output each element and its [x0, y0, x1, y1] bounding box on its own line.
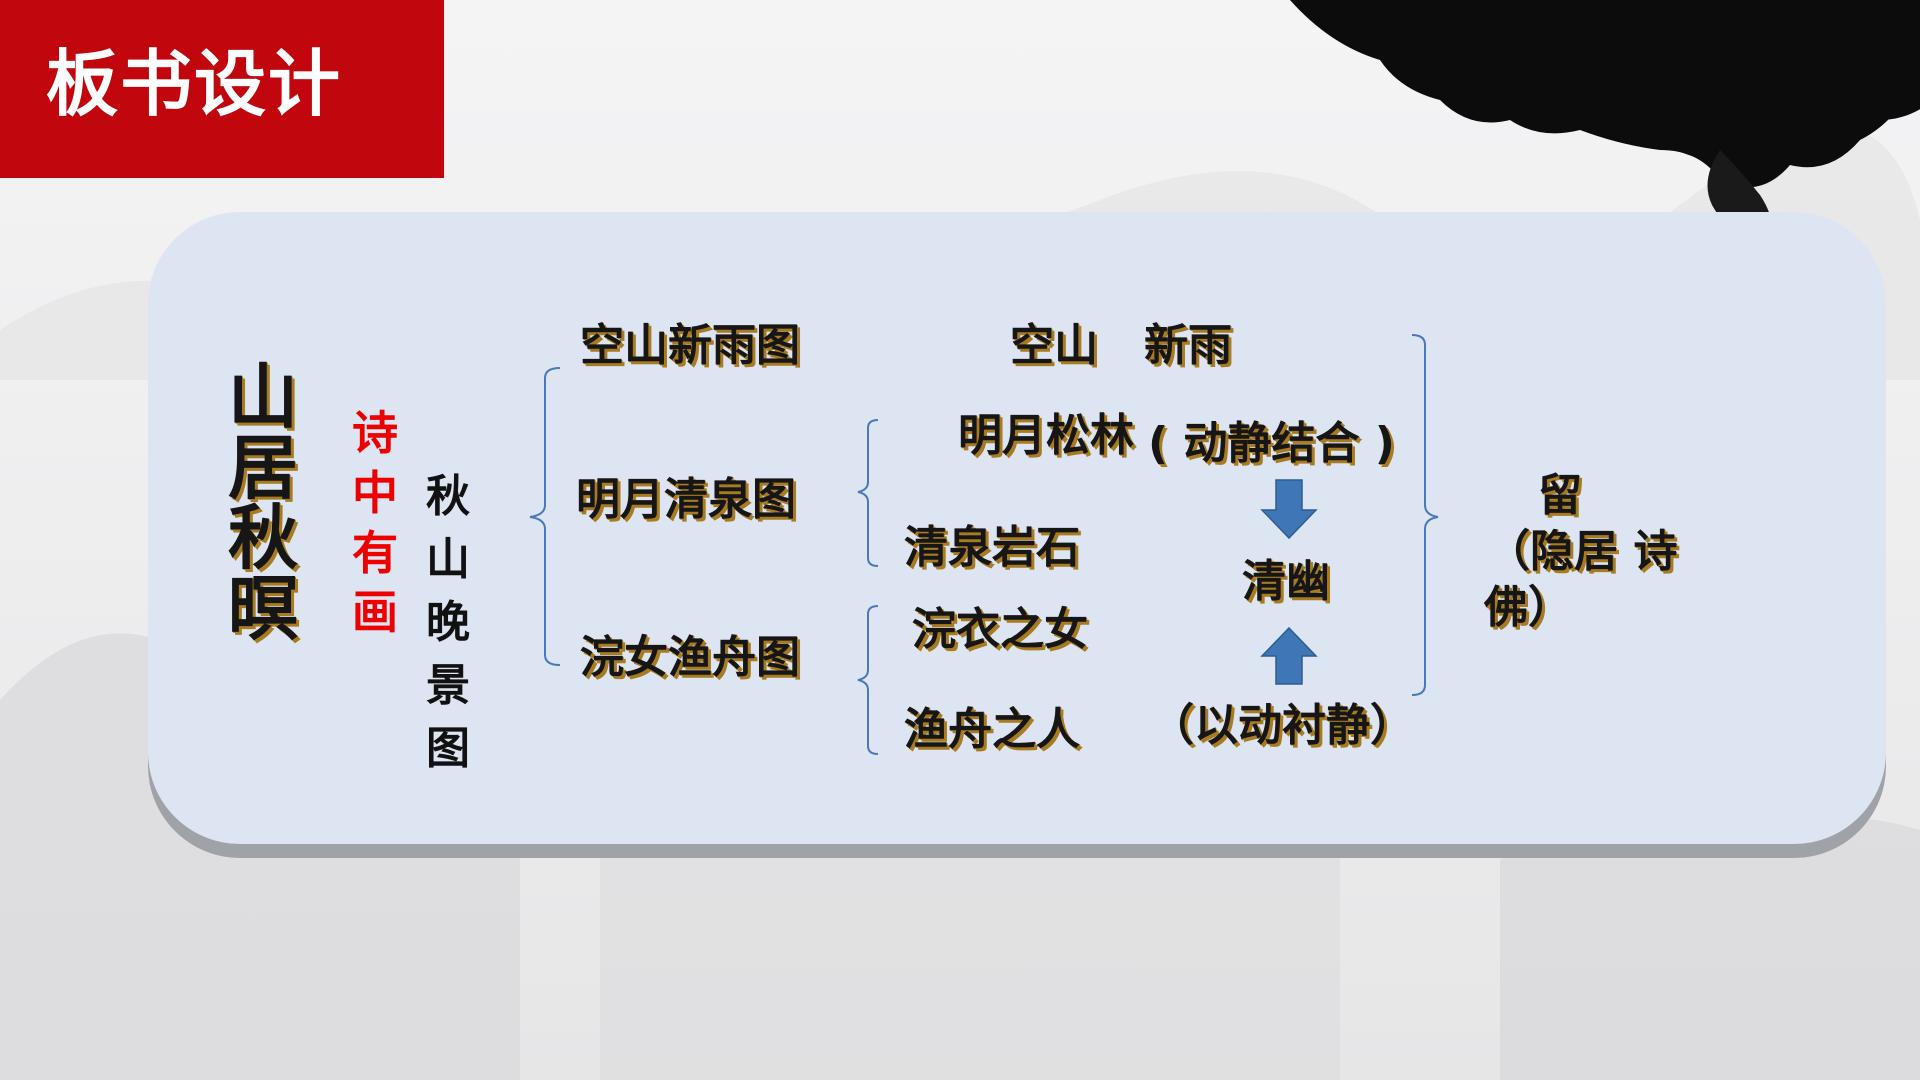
picture-1: 空山新雨图 — [580, 320, 800, 371]
title-banner: 板书设计 — [0, 0, 444, 178]
main-title-vertical: 山居秋暝 — [228, 356, 298, 651]
conclusion-line1: 留 — [1538, 470, 1582, 521]
center-qingyou: 清幽 — [1242, 556, 1330, 607]
element-spring-rocks: 清泉岩石 — [904, 522, 1080, 573]
element-fisherman: 渔舟之人 — [904, 704, 1080, 755]
conclusion-line2: （隐居 诗 — [1486, 526, 1678, 577]
element-washing-girl: 浣衣之女 — [912, 604, 1088, 655]
picture-2: 明月清泉图 — [576, 474, 796, 525]
picture-3: 浣女渔舟图 — [580, 632, 800, 683]
slide-title: 板书设计 — [46, 42, 343, 126]
conclusion-line3: 佛） — [1484, 582, 1572, 633]
board-panel — [148, 212, 1886, 844]
element-empty-mountain-rain: 空山 新雨 — [1010, 320, 1232, 371]
technique-1: ( 动静结合 ) — [1148, 418, 1395, 469]
theme-vertical: 诗中有画 — [352, 406, 398, 640]
element-moon-pines: 明月松林 — [958, 410, 1134, 461]
technique-2: （以动衬静） — [1150, 700, 1414, 751]
scene-vertical: 秋山晚景图 — [426, 471, 470, 774]
